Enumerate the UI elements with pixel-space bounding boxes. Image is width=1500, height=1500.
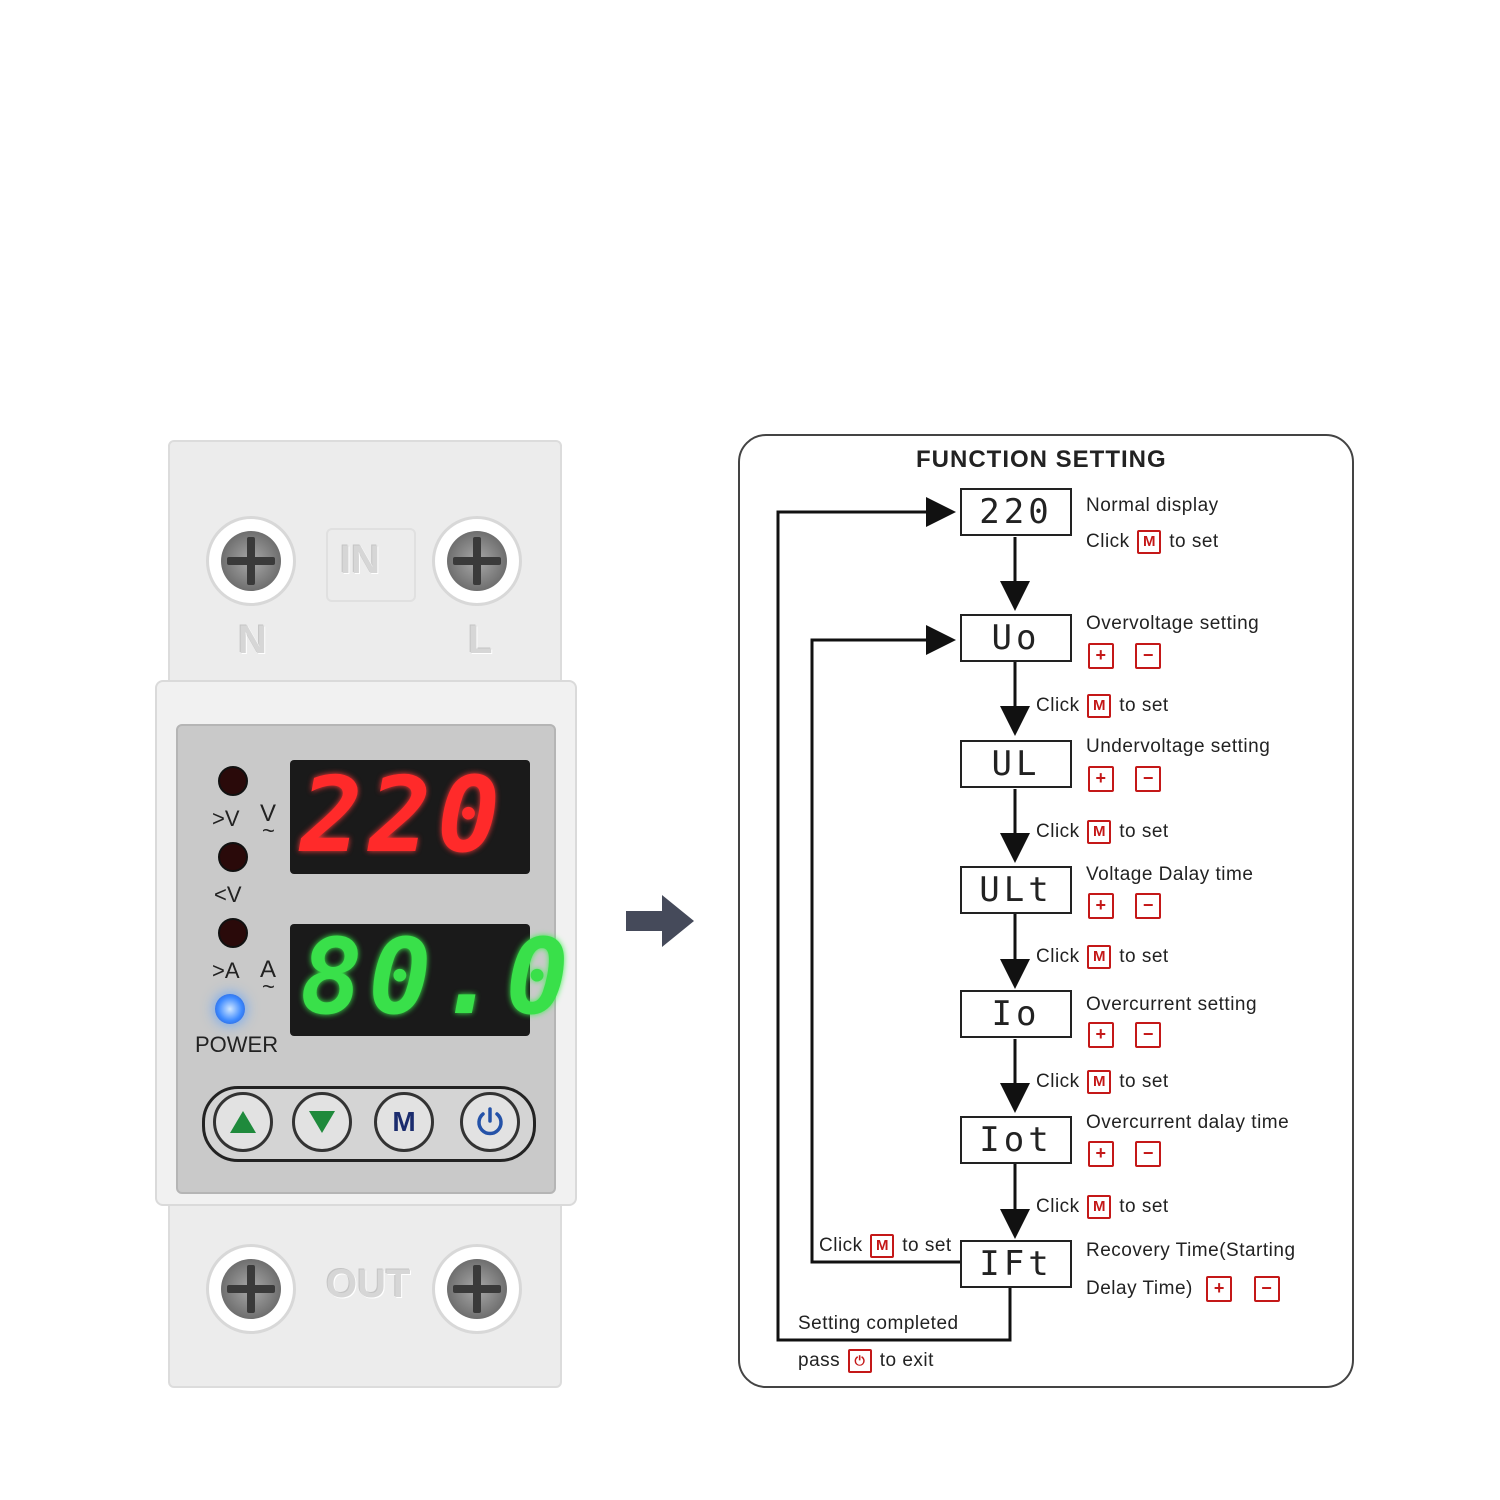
step-overcurrent-delay-label: Overcurrent dalay time bbox=[1086, 1112, 1290, 1133]
step-overcurrent-label: Overcurrent setting bbox=[1086, 994, 1258, 1015]
lcd-step-undervoltage: UL bbox=[960, 740, 1072, 788]
lcd-step-overcurrent-delay: Iot bbox=[960, 1116, 1072, 1164]
step-recovery-label: Recovery Time(Starting bbox=[1086, 1240, 1296, 1261]
lcd-step-recovery-time: IFt bbox=[960, 1240, 1072, 1288]
in-label-frame bbox=[326, 528, 416, 602]
click-hint-loop: Click M to set bbox=[817, 1234, 954, 1258]
voltage-value: 220 bbox=[300, 754, 506, 876]
over-current-label: >A bbox=[212, 958, 240, 983]
over-voltage-label: >V bbox=[212, 806, 240, 831]
m-key-icon: M bbox=[1137, 530, 1162, 554]
screw-terminal-n-out bbox=[206, 1244, 296, 1334]
click-hint-1: Click M to set bbox=[1036, 694, 1169, 718]
step-undervoltage-label: Undervoltage setting bbox=[1086, 736, 1271, 757]
terminal-l-label-top: L bbox=[468, 618, 493, 662]
over-voltage-led bbox=[218, 766, 248, 796]
under-voltage-led bbox=[218, 842, 248, 872]
screw-terminal-n-in bbox=[206, 516, 296, 606]
m-key-icon: M bbox=[1087, 694, 1112, 718]
lcd-step-voltage-delay: ULt bbox=[960, 866, 1072, 914]
screw-terminal-l-in bbox=[432, 516, 522, 606]
step-overcurrent-delay-keys: + − bbox=[1086, 1141, 1163, 1167]
setting-completed-label: Setting completed bbox=[798, 1313, 959, 1334]
down-button[interactable] bbox=[292, 1092, 352, 1152]
m-button[interactable]: M bbox=[374, 1092, 434, 1152]
minus-key-icon: − bbox=[1135, 1022, 1162, 1048]
up-arrow-icon bbox=[230, 1111, 256, 1133]
minus-key-icon: − bbox=[1135, 766, 1162, 792]
power-button[interactable] bbox=[460, 1092, 520, 1152]
step-overvoltage-label: Overvoltage setting bbox=[1086, 613, 1260, 634]
up-button[interactable] bbox=[213, 1092, 273, 1152]
plus-key-icon: + bbox=[1088, 1022, 1114, 1048]
m-key-icon: M bbox=[1087, 945, 1112, 969]
power-led bbox=[215, 994, 245, 1024]
click-hint-5: Click M to set bbox=[1036, 1195, 1169, 1219]
m-key-icon: M bbox=[1087, 1070, 1112, 1094]
plus-key-icon: + bbox=[1206, 1276, 1233, 1302]
right-arrow-icon bbox=[626, 895, 694, 947]
unit-amp-ac: ~ bbox=[262, 974, 275, 999]
step-voltage-delay-keys: + − bbox=[1086, 893, 1163, 919]
screw-terminal-l-out bbox=[432, 1244, 522, 1334]
power-label: POWER bbox=[195, 1032, 279, 1057]
out-label: OUT bbox=[326, 1262, 411, 1306]
lcd-step-normal: 220 bbox=[960, 488, 1072, 536]
click-hint-3: Click M to set bbox=[1036, 945, 1169, 969]
click-hint-2: Click M to set bbox=[1036, 820, 1169, 844]
plus-key-icon: + bbox=[1088, 1141, 1114, 1167]
unit-volt-ac: ~ bbox=[262, 818, 275, 843]
in-label: IN bbox=[340, 538, 380, 582]
m-key-icon: M bbox=[1087, 1195, 1112, 1219]
terminal-n-label-top: N bbox=[238, 618, 267, 662]
minus-key-icon: − bbox=[1135, 893, 1162, 919]
plus-key-icon: + bbox=[1088, 766, 1114, 792]
m-key-icon: M bbox=[1087, 820, 1112, 844]
minus-key-icon: − bbox=[1253, 1276, 1280, 1302]
down-arrow-icon bbox=[309, 1111, 335, 1133]
power-key-icon: ⏻ bbox=[847, 1349, 872, 1373]
plus-key-icon: + bbox=[1088, 893, 1114, 919]
step-voltage-delay-label: Voltage Dalay time bbox=[1086, 864, 1254, 885]
plus-key-icon: + bbox=[1088, 643, 1114, 669]
current-value: 80.0 bbox=[300, 916, 575, 1038]
step-normal-label: Normal display bbox=[1086, 495, 1219, 516]
click-hint-4: Click M to set bbox=[1036, 1070, 1169, 1094]
unit-volt-label: V bbox=[260, 800, 277, 827]
exit-hint: pass ⏻ to exit bbox=[798, 1349, 934, 1373]
over-current-led bbox=[218, 918, 248, 948]
under-voltage-label: <V bbox=[214, 882, 242, 907]
minus-key-icon: − bbox=[1135, 1141, 1162, 1167]
minus-key-icon: − bbox=[1135, 643, 1162, 669]
step-overcurrent-keys: + − bbox=[1086, 1022, 1163, 1048]
lcd-step-overvoltage: Uo bbox=[960, 614, 1072, 662]
m-key-icon: M bbox=[870, 1234, 895, 1258]
step-recovery-label-2: Delay Time) + − bbox=[1086, 1276, 1282, 1302]
card-title: FUNCTION SETTING bbox=[916, 446, 1167, 473]
step-normal-hint: Click M to set bbox=[1086, 530, 1219, 554]
step-undervoltage-keys: + − bbox=[1086, 766, 1163, 792]
voltage-display: 220 bbox=[290, 754, 530, 876]
current-display: 80.0 bbox=[290, 916, 568, 1038]
lcd-step-overcurrent: Io bbox=[960, 990, 1072, 1038]
power-icon bbox=[477, 1107, 503, 1136]
unit-amp-label: A bbox=[260, 956, 277, 983]
m-button-label: M bbox=[392, 1106, 416, 1137]
step-overvoltage-keys: + − bbox=[1086, 643, 1163, 669]
